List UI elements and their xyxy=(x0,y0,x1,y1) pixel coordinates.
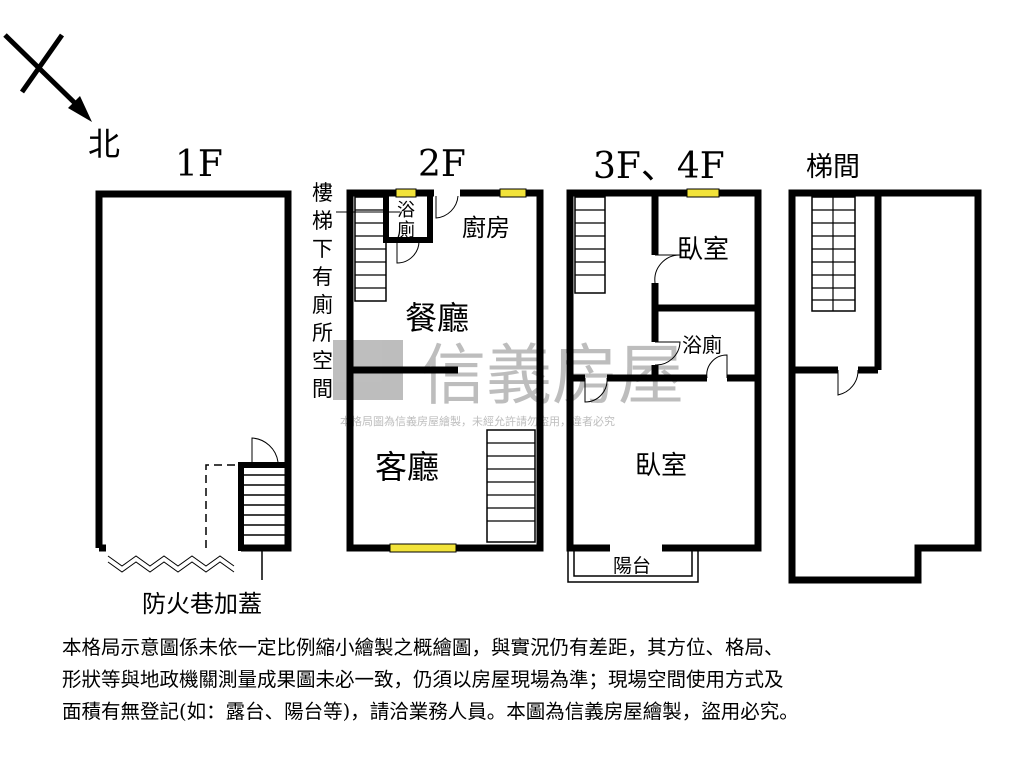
disclaimer-line: 本格局示意圖係未依一定比例縮小繪製之概繪圖，與實況仍有差距，其方位、格局、 xyxy=(62,636,784,659)
room-label-living: 客廳 xyxy=(375,448,439,486)
side-note-char: 下 xyxy=(312,237,333,261)
annotation-1f: 防火巷加蓋 xyxy=(142,590,262,618)
north-arrow-icon xyxy=(3,33,92,122)
room-label-bath-2f: 廁 xyxy=(397,219,415,241)
door-icon xyxy=(251,437,279,463)
disclaimer-line: 形狀等與地政機關測量成果圖未必一致，仍須以房屋現場為準；現場空間使用方式及 xyxy=(62,668,784,691)
side-note-char: 空 xyxy=(312,349,333,373)
room-label-bath-2f: 浴 xyxy=(397,200,415,221)
room-label-bedroom-2: 臥室 xyxy=(635,451,687,481)
side-note-char: 有 xyxy=(312,265,333,289)
floor-1f: 1F 防火巷加蓋 xyxy=(95,144,292,618)
room-label-bedroom-1: 臥室 xyxy=(677,235,729,265)
north-label: 北 xyxy=(88,125,120,163)
floor-stairwell: 梯間 xyxy=(788,152,982,584)
side-note-char: 梯 xyxy=(312,209,333,233)
room-label-dining: 餐廳 xyxy=(405,299,469,337)
floor-title-3f-4f: 3F、4F xyxy=(593,146,725,187)
floor-3f-4f: 3F、4F 臥室 浴廁 臥室 陽台 xyxy=(566,146,762,583)
side-note-char: 所 xyxy=(312,321,333,345)
floor-title-1f: 1F xyxy=(175,144,223,185)
disclaimer: 本格局示意圖係未依一定比例縮小繪製之概繪圖，與實況仍有差距，其方位、格局、 形狀… xyxy=(62,632,1022,728)
room-label-bath-3f: 浴廁 xyxy=(682,333,722,357)
side-note-char: 間 xyxy=(312,377,333,401)
room-label-balcony: 陽台 xyxy=(613,555,651,577)
watermark: 信義房屋 本格局圖為信義房屋繪製，未經允許請勿盜用，違者必究 xyxy=(333,337,684,428)
side-note-char: 樓 xyxy=(312,181,333,205)
floor-title-2f: 2F xyxy=(418,144,466,185)
stairs-1f xyxy=(244,474,285,536)
floor-title-stairwell: 梯間 xyxy=(806,152,860,183)
floor-2f: 2F 樓 梯 下 有 廁 所 空 間 浴 廁 廚房 餐廳 客廳 xyxy=(312,144,544,553)
room-label-kitchen: 廚房 xyxy=(462,214,510,242)
watermark-notice: 本格局圖為信義房屋繪製，未經允許請勿盜用，違者必究 xyxy=(340,414,615,428)
disclaimer-line: 面積有無登記(如：露台、陽台等)，請洽業務人員。本圖為信義房屋繪製，盜用必究。 xyxy=(62,700,799,723)
side-note-char: 廁 xyxy=(312,293,333,317)
